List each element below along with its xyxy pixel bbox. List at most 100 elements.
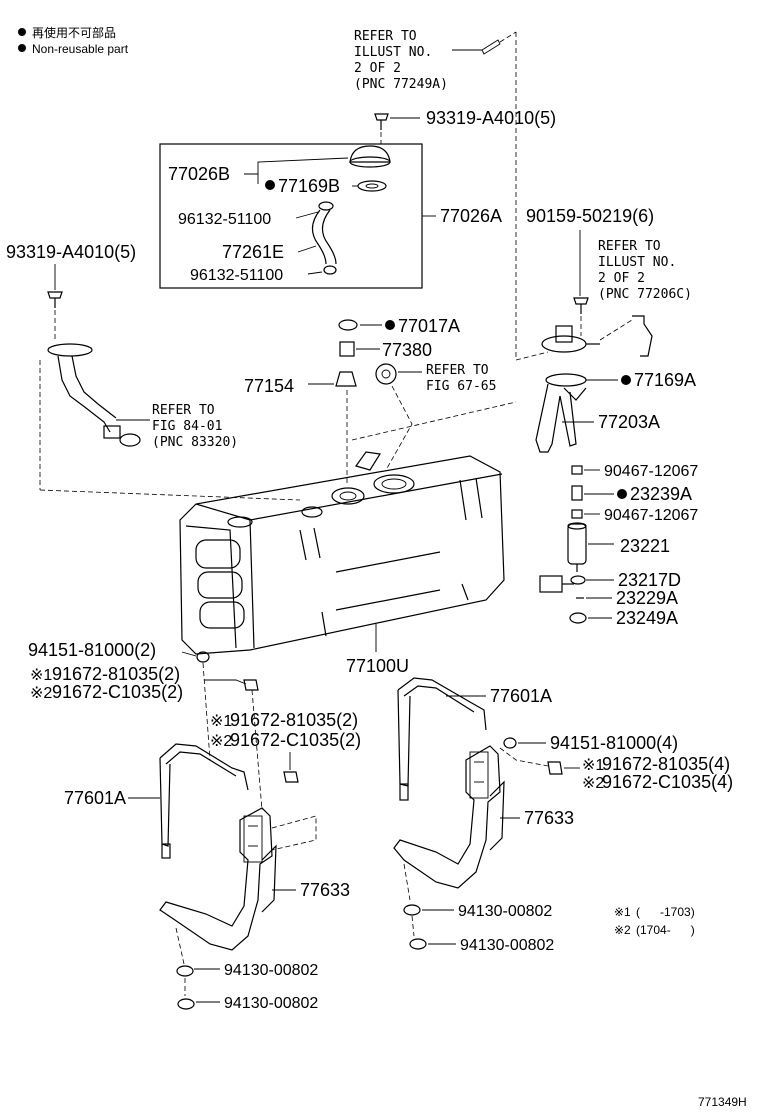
svg-text:REFER TO: REFER TO [152,403,215,418]
part-23249A: 23249A [616,608,678,628]
legend-dot-icon [18,44,26,52]
pipe-end-icon [481,39,501,55]
bolt-icon [283,771,299,783]
nut-icon [176,965,194,977]
part-77203A: 77203A [598,412,660,432]
gasket-icon [338,319,358,331]
mark-1-left: ※1 [30,667,52,684]
svg-text:ILLUST NO.: ILLUST NO. [598,255,676,270]
part-77026B: 77026B [168,164,230,184]
non-reusable-dot-icon [621,375,631,385]
nut-icon [503,737,517,749]
part-23217D: 23217D [618,570,681,590]
part-94130-r1: 94130-00802 [458,903,552,920]
nut-icon [409,938,427,950]
bolt-icon [243,679,259,691]
footnote-1-range: ( -1703) [636,905,695,919]
part-93319-top: 93319-A4010(5) [426,108,556,128]
refer-note-fig8401: REFER TO FIG 84-01 (PNC 83320) [152,403,238,450]
clamp-icon [571,509,583,519]
svg-text:FIG 84-01: FIG 84-01 [152,419,222,434]
legend-en: Non-reusable part [32,42,129,56]
svg-text:REFER TO: REFER TO [598,239,661,254]
screw-icon [374,113,389,130]
fuel-pump-bracket-icon [535,325,600,453]
bolt-icon [547,761,563,775]
fuel-sender-gauge-icon [47,343,141,447]
bracket-77633-left-icon [159,807,277,951]
part-96132-a: 96132-51100 [178,211,271,228]
clamp-icon [318,201,334,211]
part-91672-81035-mid: 91672-81035(2) [230,710,358,730]
strap-77601A-right-icon [397,677,487,801]
part-91672-C1035-mid: 91672-C1035(2) [230,730,361,750]
refer-note-top: REFER TO ILLUST NO. 2 OF 2 (PNC 77249A) [354,29,448,92]
part-23239A: 23239A [630,484,692,504]
refer-note-fig6765: REFER TO FIG 67-65 [426,363,496,394]
mark-1-right: ※1 [582,757,604,774]
diagram-id: 771349H [698,1095,747,1109]
part-77380: 77380 [382,340,432,360]
part-23229A: 23229A [616,588,678,608]
part-96132-b: 96132-51100 [190,267,283,284]
svg-text:(PNC 77206C): (PNC 77206C) [598,287,692,302]
legend-jp: 再使用不可部品 [32,25,116,40]
filter-icon [570,575,586,585]
non-reusable-dot-icon [617,489,627,499]
footnote-2-range: (1704- ) [636,923,695,937]
part-90467-b: 90467-12067 [604,507,698,524]
part-94151-right: 94151-81000(4) [550,733,678,753]
part-77017A: 77017A [398,316,460,336]
part-94130-l2: 94130-00802 [224,995,318,1012]
part-77169A: 77169A [634,370,696,390]
screw-icon [573,297,589,314]
non-reusable-dot-icon [265,180,275,190]
svg-text:REFER TO: REFER TO [354,29,417,44]
part-94130-l1: 94130-00802 [224,962,318,979]
bracket-77633-right-icon [393,745,505,889]
part-23221: 23221 [620,536,670,556]
mark-2-right: ※2 [582,775,604,792]
hose-icon [311,209,327,265]
part-77601A-right: 77601A [490,686,552,706]
gasket-icon [357,180,387,192]
part-91672-C1035-left: 91672-C1035(2) [52,682,183,702]
svg-text:REFER TO: REFER TO [426,363,489,378]
mark-2-mid: ※2 [210,733,232,750]
legend-dot-icon [18,28,26,36]
part-77601A-left: 77601A [64,788,126,808]
fuel-tank-icon [179,451,505,655]
mark-2-left: ※2 [30,685,52,702]
refer-note-right: REFER TO ILLUST NO. 2 OF 2 (PNC 77206C) [598,239,692,302]
part-91672-C1035-right: 91672-C1035(4) [602,772,733,792]
part-94130-r2: 94130-00802 [460,937,554,954]
hose-icon [571,485,583,501]
grommet-icon [339,341,355,357]
nut-icon [177,998,195,1010]
strap-77601A-left-icon [159,743,249,859]
part-93319-left: 93319-A4010(5) [6,242,136,262]
part-77154: 77154 [244,376,294,396]
svg-text:2 OF 2: 2 OF 2 [354,61,401,76]
part-91672-81035-left: 91672-81035(2) [52,664,180,684]
svg-text:FIG 67-65: FIG 67-65 [426,379,496,394]
svg-text:2 OF 2: 2 OF 2 [598,271,645,286]
screw-icon [47,291,63,308]
nut-icon [403,904,421,916]
check-valve-icon [375,363,397,385]
part-90159: 90159-50219(6) [526,206,654,226]
part-77633-right: 77633 [524,808,574,828]
fuel-pump-icon [567,522,587,572]
part-77261E: 77261E [222,242,284,262]
connector-icon [539,575,574,593]
part-77100U: 77100U [346,656,409,676]
part-77633-left: 77633 [300,880,350,900]
part-90467-a: 90467-12067 [604,463,698,480]
nut-icon [196,651,210,663]
svg-text:(PNC 77249A): (PNC 77249A) [354,77,448,92]
grommet-icon [335,371,357,387]
clamp-icon [323,265,337,275]
filler-cap-icon [349,145,391,168]
mark-1-mid: ※1 [210,713,232,730]
